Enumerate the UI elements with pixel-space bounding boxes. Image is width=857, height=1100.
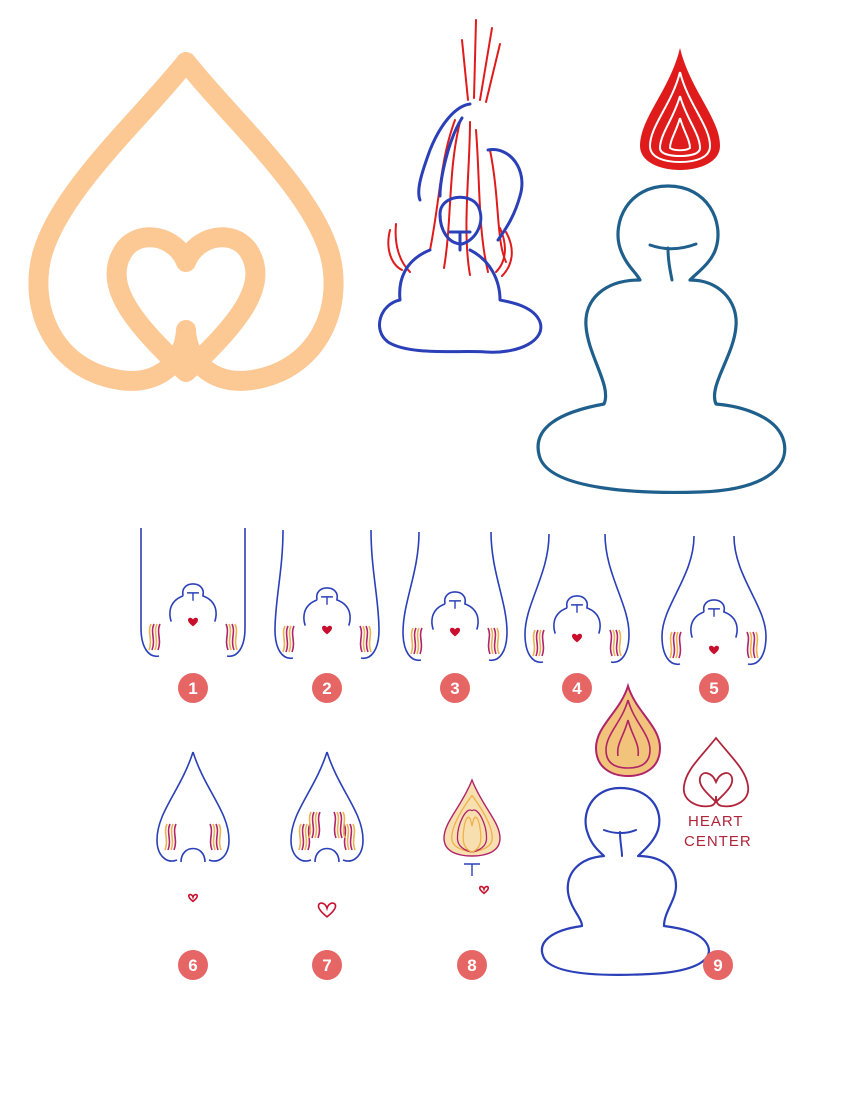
step-5-badge: 5 [699, 673, 729, 703]
heart-center-line1: HEART [688, 813, 744, 830]
step-9-meditator-sketch [542, 686, 709, 975]
step-4-badge: 4 [562, 673, 592, 703]
step-8-sketch [444, 780, 500, 893]
badge-label: 4 [572, 679, 582, 698]
badge-label: 5 [709, 679, 718, 698]
heart-center-logo-icon [38, 62, 333, 381]
badge-label: 9 [713, 956, 722, 975]
step-2-sketch [275, 530, 379, 658]
step-3-badge: 3 [440, 673, 470, 703]
heart-center-sketch: HEART CENTER [684, 738, 752, 850]
step-9-flame-icon [596, 686, 660, 776]
step-7-badge: 7 [312, 950, 342, 980]
heart-center-line2: CENTER [684, 833, 752, 850]
badge-label: 8 [467, 956, 476, 975]
step-3-sketch [403, 532, 507, 660]
step-1-sketch [141, 528, 245, 656]
badge-label: 1 [188, 679, 197, 698]
badge-label: 7 [322, 956, 331, 975]
step-2-badge: 2 [312, 673, 342, 703]
step-7-sketch [291, 752, 363, 917]
badge-label: 6 [188, 956, 197, 975]
step-5-sketch [662, 536, 766, 664]
step-1-badge: 1 [178, 673, 208, 703]
badge-label: 3 [450, 679, 459, 698]
step-9-badge: 9 [703, 950, 733, 980]
flame-above-meditator-icon [538, 48, 785, 492]
raised-arms-meditator-sketch [379, 20, 540, 352]
step-8-badge: 8 [457, 950, 487, 980]
badge-label: 2 [322, 679, 331, 698]
step-4-sketch [525, 534, 629, 662]
red-flame-icon [640, 48, 720, 170]
teal-meditator-outline [538, 186, 785, 492]
step-6-badge: 6 [178, 950, 208, 980]
heart-center-drop-icon [684, 738, 748, 806]
step-6-sketch [157, 752, 229, 901]
